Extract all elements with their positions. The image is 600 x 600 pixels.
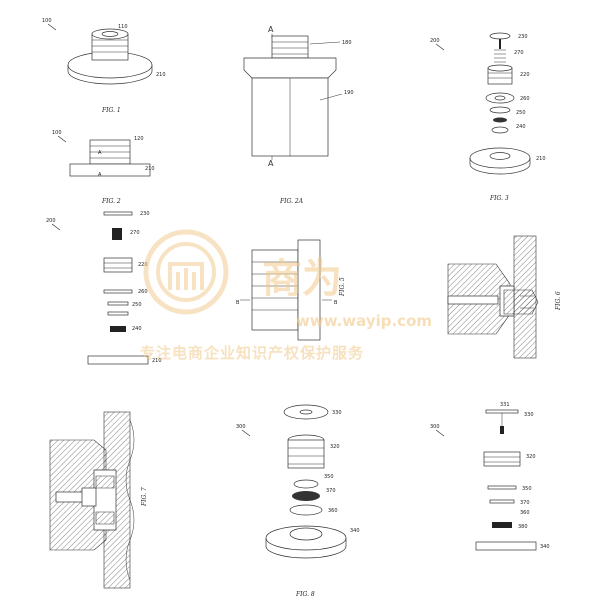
figure-9: 300 331 330 320 350 370 360 380 340 — [430, 402, 550, 551]
figure-2a: A A 180 190 FIG. 2A — [243, 25, 354, 205]
watermark-brand: 商为 — [262, 256, 342, 302]
fig8-label-340: 340 — [350, 528, 360, 534]
fig6-caption: FIG. 6 — [555, 291, 562, 311]
fig8-label-360: 360 — [328, 508, 338, 514]
leader-line — [57, 135, 67, 143]
fig9-label-330: 330 — [524, 412, 534, 418]
fig4-label-270: 270 — [130, 230, 140, 236]
figure-7: FIG. 7 — [49, 411, 148, 589]
fig3-caption: FIG. 3 — [489, 195, 509, 202]
fig9-ref: 300 — [430, 424, 440, 430]
fig5-section-b-right: B — [334, 300, 338, 306]
fig3-label-210: 210 — [536, 156, 546, 162]
fig8-label-350: 350 — [324, 474, 334, 480]
fig1-label-110: 110 — [118, 24, 128, 30]
fig2-label-210: 210 — [145, 166, 155, 172]
figure-2: 100 120 210 A A FIG. 2 — [52, 130, 155, 205]
fig4-label-210: 210 — [152, 358, 162, 364]
fig9-label-360: 360 — [520, 510, 530, 516]
fig4-label-230: 230 — [140, 211, 150, 217]
figure-5: B B FIG. 5 — [236, 239, 346, 341]
fig3-label-220: 220 — [520, 72, 530, 78]
fig8-label-330: 330 — [332, 410, 342, 416]
fig3-label-250: 250 — [516, 110, 526, 116]
fig5-section-b-left: B — [236, 300, 240, 306]
fig2-ref: 100 — [52, 130, 62, 136]
fig2a-caption: FIG. 2A — [279, 198, 304, 205]
fig4-label-220: 220 — [138, 262, 148, 268]
figure-3: 200 230 270 220 260 250 240 210 FIG. 3 — [430, 32, 546, 202]
fig9-label-380: 380 — [518, 524, 528, 530]
figure-6: FIG. 6 — [447, 235, 562, 359]
figure-1: 100 110 210 FIG. 1 — [42, 18, 166, 114]
fig2a-section-a-top: A — [268, 25, 274, 34]
fig1-caption: FIG. 1 — [101, 107, 121, 114]
fig8-label-370: 370 — [326, 488, 336, 494]
fig3-label-230: 230 — [518, 34, 528, 40]
watermark-slogan: 专注电商企业知识产权保护服务 — [140, 344, 364, 362]
fig4-label-260: 260 — [138, 289, 148, 295]
fig4-label-250: 250 — [132, 302, 142, 308]
fig9-label-370: 370 — [520, 500, 530, 506]
fig4-label-240: 240 — [132, 326, 142, 332]
watermark: 商为 www.wayip.com 专注电商企业知识产权保护服务 — [140, 229, 432, 362]
fig2a-section-a-bottom: A — [268, 159, 274, 168]
fig3-label-240: 240 — [516, 124, 526, 130]
fig4-ref: 200 — [46, 218, 56, 224]
fig2-section-a-top: A — [98, 150, 102, 156]
fig3-ref: 200 — [430, 38, 440, 44]
fig2-caption: FIG. 2 — [101, 198, 121, 205]
fig9-label-350: 350 — [522, 486, 532, 492]
fig1-label-210: 210 — [156, 72, 166, 78]
fig1-ref: 100 — [42, 18, 52, 24]
figure-8: 300 330 320 350 370 360 340 FIG. 8 — [236, 404, 360, 598]
fig2a-label-190: 190 — [344, 90, 354, 96]
fig8-ref: 300 — [236, 424, 246, 430]
fig2-label-120: 120 — [134, 136, 144, 142]
fig3-label-270: 270 — [514, 50, 524, 56]
fig9-label-340: 340 — [540, 544, 550, 550]
fig9-label-320: 320 — [526, 454, 536, 460]
leader-line — [47, 23, 57, 31]
fig8-caption: FIG. 8 — [295, 591, 315, 598]
fig2a-label-180: 180 — [342, 40, 352, 46]
fig5-caption: FIG. 5 — [339, 277, 346, 297]
fig8-label-320: 320 — [330, 444, 340, 450]
watermark-logo-icon — [143, 229, 229, 315]
fig2-section-a-bottom: A — [98, 172, 102, 178]
watermark-url: www.wayip.com — [296, 312, 432, 330]
figure-4: 200 230 270 220 260 250 240 210 — [46, 211, 162, 365]
fig7-caption: FIG. 7 — [141, 487, 148, 507]
fig9-label-331: 331 — [500, 402, 510, 408]
fig3-label-260: 260 — [520, 96, 530, 102]
